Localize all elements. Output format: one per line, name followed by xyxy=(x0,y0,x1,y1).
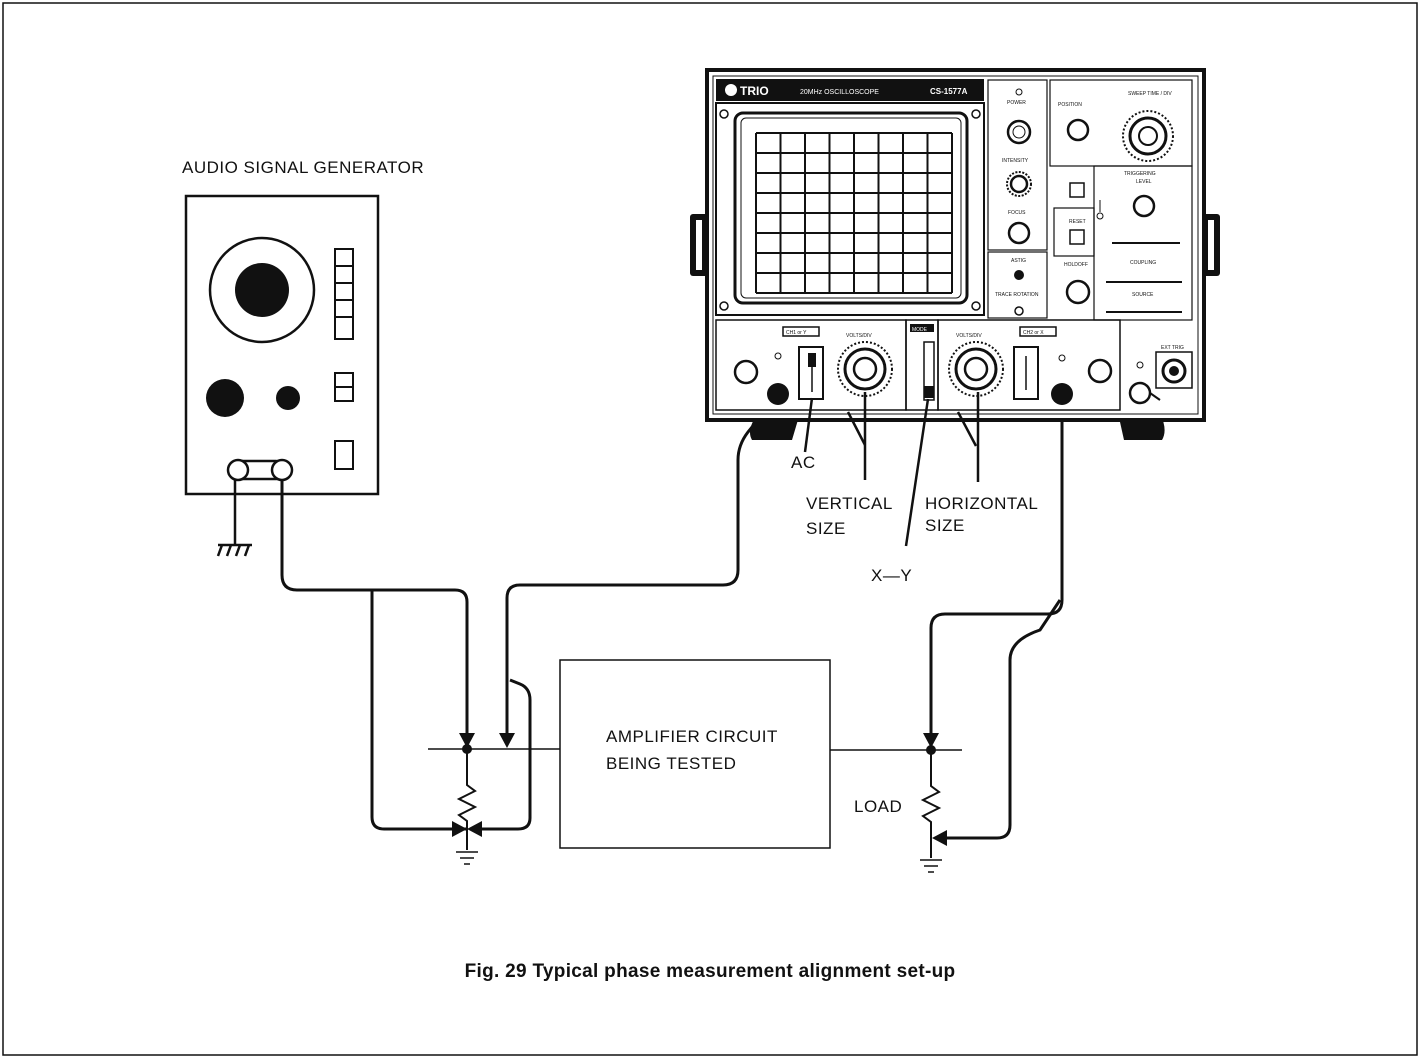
audio-signal-generator: AUDIO SIGNAL GENERATOR xyxy=(182,158,424,557)
horizontal-size-label-line1: HORIZONTAL xyxy=(925,494,1038,513)
ground-icon xyxy=(920,859,942,873)
power-knob xyxy=(1006,119,1032,145)
ch1-probe-cable xyxy=(505,394,780,745)
ext-trig-label: EXT TRIG xyxy=(1161,345,1184,351)
cables xyxy=(280,394,1064,840)
mode-label: MODE xyxy=(912,327,928,333)
ground-terminal xyxy=(1128,381,1152,405)
input-node xyxy=(428,733,560,865)
model-text: 20MHz OSCILLOSCOPE xyxy=(800,89,879,96)
ch2-label: CH2 or X xyxy=(1023,330,1044,336)
coupling-label: COUPLING xyxy=(1130,260,1156,266)
range-buttons xyxy=(334,248,354,470)
ch1-volts-div-label: VOLTS/DIV xyxy=(846,333,872,339)
brand-logo: TRIO xyxy=(740,84,769,98)
ch1-label: CH1 or Y xyxy=(786,330,807,336)
trace-rotation-label: TRACE ROTATION xyxy=(995,292,1039,298)
oscilloscope: TRIO 20MHz OSCILLOSCOPE CS-1577A POWER P… xyxy=(690,68,1220,440)
position-label: POSITION xyxy=(1058,102,1082,108)
load-label: LOAD xyxy=(854,797,902,816)
amplifier-label-line1: AMPLIFIER CIRCUIT xyxy=(606,727,778,746)
model-number: CS-1577A xyxy=(930,87,968,96)
xy-mode-label: X—Y xyxy=(871,566,912,585)
output-node: LOAD xyxy=(830,733,962,873)
ground-icon xyxy=(456,851,478,865)
holdoff-label: HOLDOFF xyxy=(1064,262,1088,268)
audio-generator-label: AUDIO SIGNAL GENERATOR xyxy=(182,158,424,177)
output-terminals xyxy=(226,458,294,482)
vertical-size-label-line2: SIZE xyxy=(806,519,846,538)
ac-label: AC xyxy=(791,453,816,472)
ch1-input-connector xyxy=(767,383,789,405)
horizontal-size-label-line2: SIZE xyxy=(925,516,965,535)
generator-cable xyxy=(280,480,469,745)
figure-caption: Fig. 29 Typical phase measurement alignm… xyxy=(465,961,956,982)
level-label: LEVEL xyxy=(1136,179,1152,185)
power-label: POWER xyxy=(1007,100,1026,106)
amplifier-label-line2: BEING TESTED xyxy=(606,754,736,773)
triggering-label: TRIGGERING xyxy=(1124,171,1156,177)
ch2-probe-cable xyxy=(929,396,1064,745)
source-label: SOURCE xyxy=(1132,292,1154,298)
amplifier-circuit-block: AMPLIFIER CIRCUIT BEING TESTED xyxy=(559,659,831,849)
ch2-volts-div-label: VOLTS/DIV xyxy=(956,333,982,339)
reset-label: RESET xyxy=(1069,219,1086,225)
ch2-input-connector xyxy=(1051,383,1073,405)
callout-leaders xyxy=(803,392,980,547)
attenuator-knob xyxy=(276,386,300,410)
amplitude-knob xyxy=(206,379,244,417)
focus-label: FOCUS xyxy=(1008,210,1026,216)
intensity-label: INTENSITY xyxy=(1002,158,1029,164)
crt-graticule xyxy=(755,132,953,294)
vertical-size-label-line1: VERTICAL xyxy=(806,494,893,513)
sweep-time-label: SWEEP TIME / DIV xyxy=(1128,91,1172,97)
chassis-ground-icon xyxy=(216,480,252,557)
astig-label: ASTIG xyxy=(1011,258,1026,264)
